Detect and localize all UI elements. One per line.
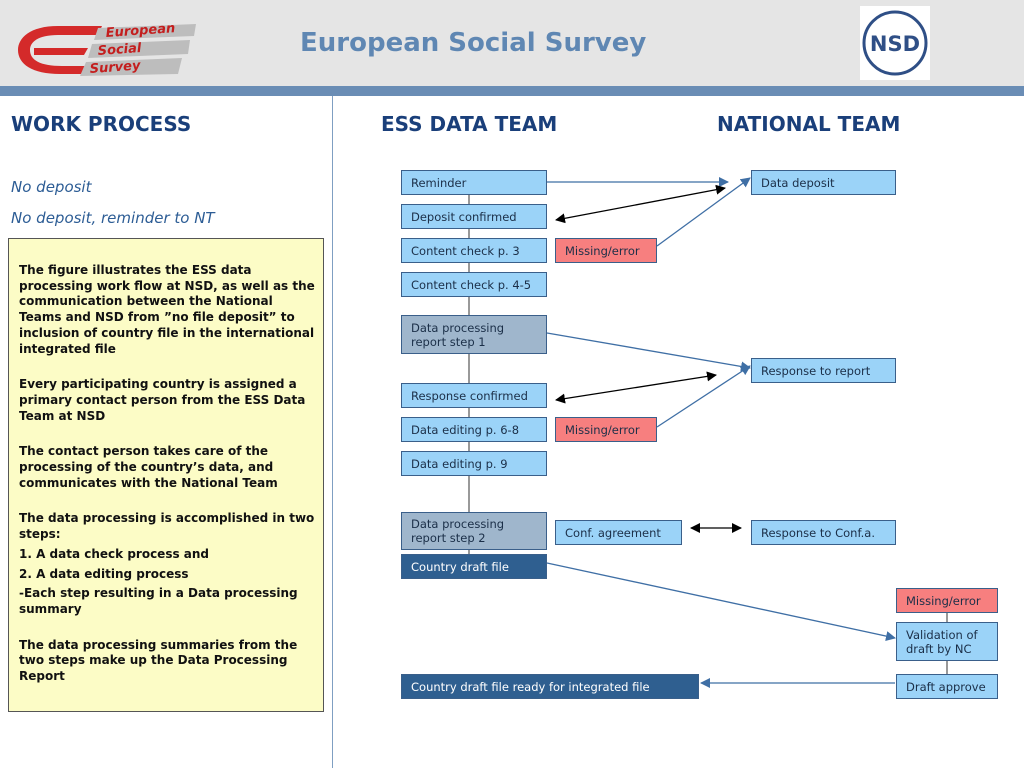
logo-word-european: European bbox=[105, 21, 176, 41]
info-paragraph: The contact person takes care of the pro… bbox=[19, 444, 278, 490]
nsd-logo: NSD bbox=[860, 6, 930, 80]
data-processing-report-2-node: Data processing report step 2 bbox=[401, 512, 547, 550]
conf-agreement-node: Conf. agreement bbox=[555, 520, 682, 545]
missing-error-node: Missing/error bbox=[555, 238, 657, 263]
info-paragraph: The figure illustrates the ESS data proc… bbox=[19, 263, 315, 356]
response-confirmed-node: Response confirmed bbox=[401, 383, 547, 408]
national-team-heading: NATIONAL TEAM bbox=[717, 112, 901, 136]
reminder-node: Reminder bbox=[401, 170, 547, 195]
ess-data-team-heading: ESS DATA TEAM bbox=[381, 112, 558, 136]
arrow-response-confirmed bbox=[555, 371, 717, 404]
arrow-missing2-to-response bbox=[656, 365, 751, 428]
logo-word-social: Social bbox=[97, 41, 142, 59]
deposit-confirmed-node: Deposit confirmed bbox=[401, 204, 547, 229]
country-draft-ready-node: Country draft file ready for integrated … bbox=[401, 674, 699, 699]
info-paragraph: 1. A data check process and bbox=[19, 546, 210, 561]
header-accent-bar bbox=[0, 86, 1024, 96]
nsd-logo-text: NSD bbox=[870, 32, 920, 56]
data-editing-9-node: Data editing p. 9 bbox=[401, 451, 547, 476]
logo-word-survey: Survey bbox=[89, 58, 141, 77]
content-check-45-node: Content check p. 4-5 bbox=[401, 272, 547, 297]
work-process-heading: WORK PROCESS bbox=[11, 112, 192, 136]
ess-logo: European Social Survey bbox=[18, 21, 196, 77]
missing-error-node: Missing/error bbox=[896, 588, 998, 613]
content-check-3-node: Content check p. 3 bbox=[401, 238, 547, 263]
validation-of-draft-node: Validation of draft by NC bbox=[896, 622, 998, 661]
response-to-report-node: Response to report bbox=[751, 358, 896, 383]
draft-approve-node: Draft approve bbox=[896, 674, 998, 699]
arrow-missing1-to-deposit bbox=[656, 177, 751, 247]
no-deposit-line: No deposit bbox=[11, 178, 92, 196]
no-deposit-reminder-line: No deposit, reminder to NT bbox=[11, 209, 215, 227]
arrow-deposit-confirmed bbox=[555, 184, 726, 224]
arrow-report1-to-response bbox=[546, 332, 751, 372]
arrow-draft-to-validation bbox=[546, 562, 896, 641]
info-paragraph: Every participating country is assigned … bbox=[19, 377, 306, 423]
info-paragraph: The data processing is accomplished in t… bbox=[19, 511, 315, 542]
data-deposit-node: Data deposit bbox=[751, 170, 896, 195]
country-draft-file-node: Country draft file bbox=[401, 554, 547, 579]
header: European Social Survey European Social S… bbox=[0, 0, 1024, 86]
data-editing-68-node: Data editing p. 6-8 bbox=[401, 417, 547, 442]
response-to-conf-a-node: Response to Conf.a. bbox=[751, 520, 896, 545]
missing-error-node: Missing/error bbox=[555, 417, 657, 442]
info-paragraph: -Each step resulting in a Data processin… bbox=[19, 586, 298, 616]
info-paragraph: 2. A data editing process bbox=[19, 566, 189, 581]
info-box: The figure illustrates the ESS data proc… bbox=[8, 238, 324, 712]
info-paragraph: The data processing summaries from the t… bbox=[19, 637, 298, 684]
data-processing-report-1-node: Data processing report step 1 bbox=[401, 315, 547, 354]
page-title: European Social Survey bbox=[300, 28, 647, 58]
column-divider bbox=[332, 96, 333, 768]
